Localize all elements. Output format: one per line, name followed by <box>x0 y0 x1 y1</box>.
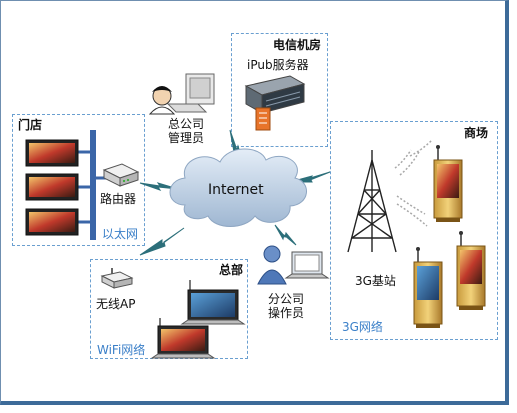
internet-cloud <box>169 148 307 227</box>
wireless-ap-icon <box>100 268 134 289</box>
admin-label-line1: 总公司 <box>167 117 204 131</box>
internet-label: Internet <box>208 182 264 198</box>
kiosk-icon <box>456 231 486 310</box>
kiosk-icon <box>413 247 443 328</box>
cell-tower-icon <box>347 150 397 253</box>
store-zone-title: 门店 <box>18 118 43 132</box>
telecom-zone <box>231 33 328 147</box>
kiosk-icon <box>433 145 463 222</box>
wifi-network-label: WiFi网络 <box>97 343 146 357</box>
hq-laptop-icon <box>180 280 246 325</box>
mall-zone-title: 商场 <box>464 126 489 140</box>
operator-label-line2: 操作员 <box>267 306 304 320</box>
hq-laptop-icon <box>150 318 216 359</box>
store-screen <box>25 173 79 201</box>
base-station-label: 3G基站 <box>355 274 396 288</box>
signal-waves-icon <box>394 139 433 227</box>
3g-network-label: 3G网络 <box>342 320 383 334</box>
server-label: iPub服务器 <box>247 58 309 72</box>
mall-zone <box>330 121 498 340</box>
store-screen <box>25 139 79 167</box>
operator-label-line1: 分公司 <box>267 292 304 306</box>
ethernet-label: 以太网 <box>102 227 139 241</box>
hq-zone-title: 总部 <box>219 263 244 277</box>
store-screen <box>25 208 79 236</box>
admin-label-line2: 管理员 <box>167 131 204 145</box>
telecom-zone-title: 电信机房 <box>273 38 322 52</box>
store-zone <box>12 114 145 246</box>
router-label: 路由器 <box>100 192 137 206</box>
server-icon <box>244 75 306 131</box>
admin-computer-icon <box>148 73 215 115</box>
ap-label: 无线AP <box>96 297 136 311</box>
router-icon <box>102 163 140 187</box>
operator-icon <box>257 245 330 285</box>
ethernet-bus <box>78 130 106 240</box>
